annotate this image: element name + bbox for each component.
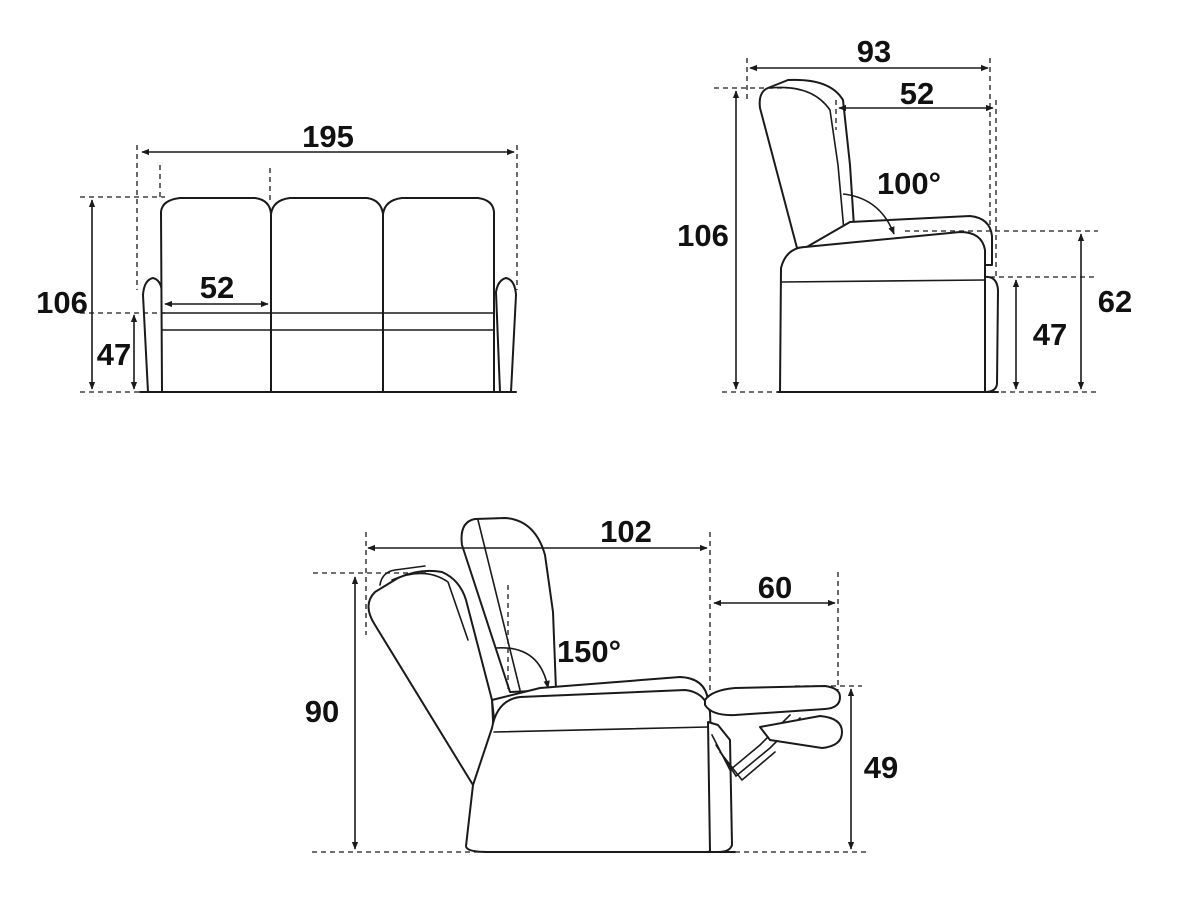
upright-depth-label: 93: [857, 34, 891, 69]
upright-arm-height-label: 62: [1098, 284, 1132, 319]
recliner-side-drawing: [758, 78, 999, 393]
reclined-height-label: 90: [305, 694, 339, 729]
front-view: 195 52 106 47: [36, 119, 518, 393]
recliner-reclined-drawing: [367, 517, 843, 853]
reclined-depth-label: 102: [600, 514, 652, 549]
front-width-label: 195: [302, 119, 354, 154]
upright-seat-depth-label: 52: [900, 76, 934, 111]
front-seat-height-label: 47: [97, 337, 131, 372]
side-view-upright: 93 52 100° 106 62 47: [677, 34, 1132, 393]
footrest-height-label: 49: [864, 750, 898, 785]
side-view-reclined: 102 60 150° 90 49: [305, 514, 898, 853]
reclined-angle-arc: [495, 647, 550, 689]
front-seat-width-label: 52: [200, 270, 234, 305]
upright-seat-height-label: 47: [1033, 317, 1067, 352]
front-height-label: 106: [36, 285, 88, 320]
upright-height-label: 106: [677, 218, 729, 253]
sofa-front-drawing: [139, 197, 517, 393]
footrest-extension-label: 60: [758, 570, 792, 605]
upright-angle-label: 100°: [877, 166, 941, 201]
reclined-angle-label: 150°: [557, 634, 621, 669]
upright-angle-arc: [842, 193, 895, 235]
